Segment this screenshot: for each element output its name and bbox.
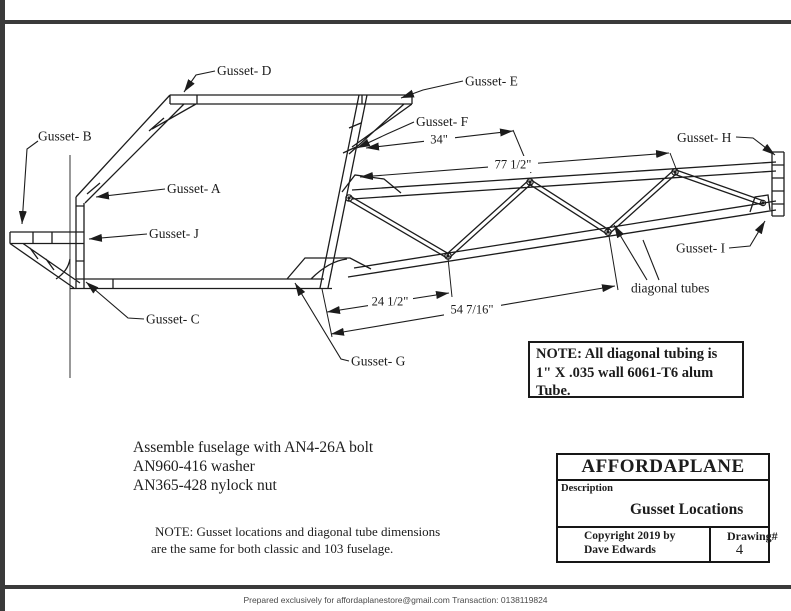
assembly-line-1: Assemble fuselage with AN4-26A bolt xyxy=(133,439,374,456)
description-label: Description xyxy=(561,483,613,494)
assembly-line-2: AN960-416 washer xyxy=(133,457,255,475)
leader-gusset-d xyxy=(183,70,216,93)
label-gusset-a: Gusset- A xyxy=(167,181,221,196)
dim-text-77-half: 77 1/2" xyxy=(495,158,532,172)
label-gusset-e: Gusset- E xyxy=(465,74,518,89)
copyright-line-2: Dave Edwards xyxy=(584,543,656,556)
bottom-note-line-1: NOTE: Gusset locations and diagonal tube… xyxy=(155,524,441,539)
drawing-number-cell: Drawing# 4 xyxy=(711,528,778,561)
leader-gusset-i xyxy=(728,220,766,249)
dimension-text-masks xyxy=(368,131,538,317)
leader-gusset-b xyxy=(18,140,39,225)
dim-text-24-half: 24 1/2" xyxy=(372,295,409,309)
leader-gusset-c xyxy=(85,281,145,320)
label-gusset-i: Gusset- I xyxy=(676,241,726,256)
note-line-2: 1" X .035 wall 6061-T6 alum xyxy=(536,364,714,381)
truss-bolt-nodes xyxy=(345,168,767,260)
page-border-top xyxy=(0,20,791,24)
leader-gusset-g xyxy=(294,282,350,362)
diagonal-tubing-note-box: NOTE: All diagonal tubing is 1" X .035 w… xyxy=(528,341,744,399)
dim-text-54-7-16: 54 7/16" xyxy=(451,303,494,317)
leader-lines xyxy=(18,70,776,362)
leader-gusset-j xyxy=(88,233,148,242)
copyright-cell: Copyright 2019 by Dave Edwards xyxy=(558,528,711,561)
footer-text: Prepared exclusively for affordaplanesto… xyxy=(243,595,548,605)
fuselage-structure xyxy=(9,94,785,290)
label-gusset-j: Gusset- J xyxy=(149,226,199,241)
bottom-note-line-2: are the same for both classic and 103 fu… xyxy=(151,540,394,556)
drawing-number-value: 4 xyxy=(735,542,744,558)
title-block: AFFORDAPLANE Description Gusset Location… xyxy=(556,453,778,563)
label-gusset-f: Gusset- F xyxy=(416,114,469,129)
copyright-line-1: Copyright 2019 by xyxy=(584,530,676,542)
leader-diagonal-tubes-1 xyxy=(613,224,648,281)
label-gusset-d: Gusset- D xyxy=(217,63,272,78)
label-gusset-c: Gusset- C xyxy=(146,312,200,327)
title-block-company: AFFORDAPLANE xyxy=(558,455,768,481)
page-border-bottom xyxy=(0,585,791,589)
note-line-1: NOTE: All diagonal tubing is xyxy=(536,346,718,362)
description-value: Gusset Locations xyxy=(630,501,744,518)
leader-gusset-a xyxy=(95,188,166,200)
assembly-hardware-note: Assemble fuselage with AN4-26A bolt AN96… xyxy=(133,439,373,495)
title-block-description-row: Description Gusset Locations xyxy=(558,481,768,528)
assembly-line-3: AN365-428 nylock nut xyxy=(133,476,277,494)
leader-diagonal-tubes-2 xyxy=(642,239,660,281)
drawing-number-label: Drawing# xyxy=(727,529,778,543)
title-block-bottom-row: Copyright 2019 by Dave Edwards Drawing# … xyxy=(558,528,778,561)
label-gusset-g: Gusset- G xyxy=(351,354,406,369)
page-border-left xyxy=(0,0,5,611)
label-gusset-b: Gusset- B xyxy=(38,129,92,144)
note-line-3: Tube. xyxy=(536,383,571,399)
label-gusset-h: Gusset- H xyxy=(677,130,732,145)
gusset-locations-note: NOTE: Gusset locations and diagonal tube… xyxy=(151,524,440,557)
dim-text-34: 34" xyxy=(430,133,448,147)
leader-gusset-e xyxy=(400,80,464,99)
label-diagonal-tubes: diagonal tubes xyxy=(631,281,709,296)
leader-gusset-f xyxy=(356,121,415,149)
leader-gusset-h xyxy=(735,136,776,156)
